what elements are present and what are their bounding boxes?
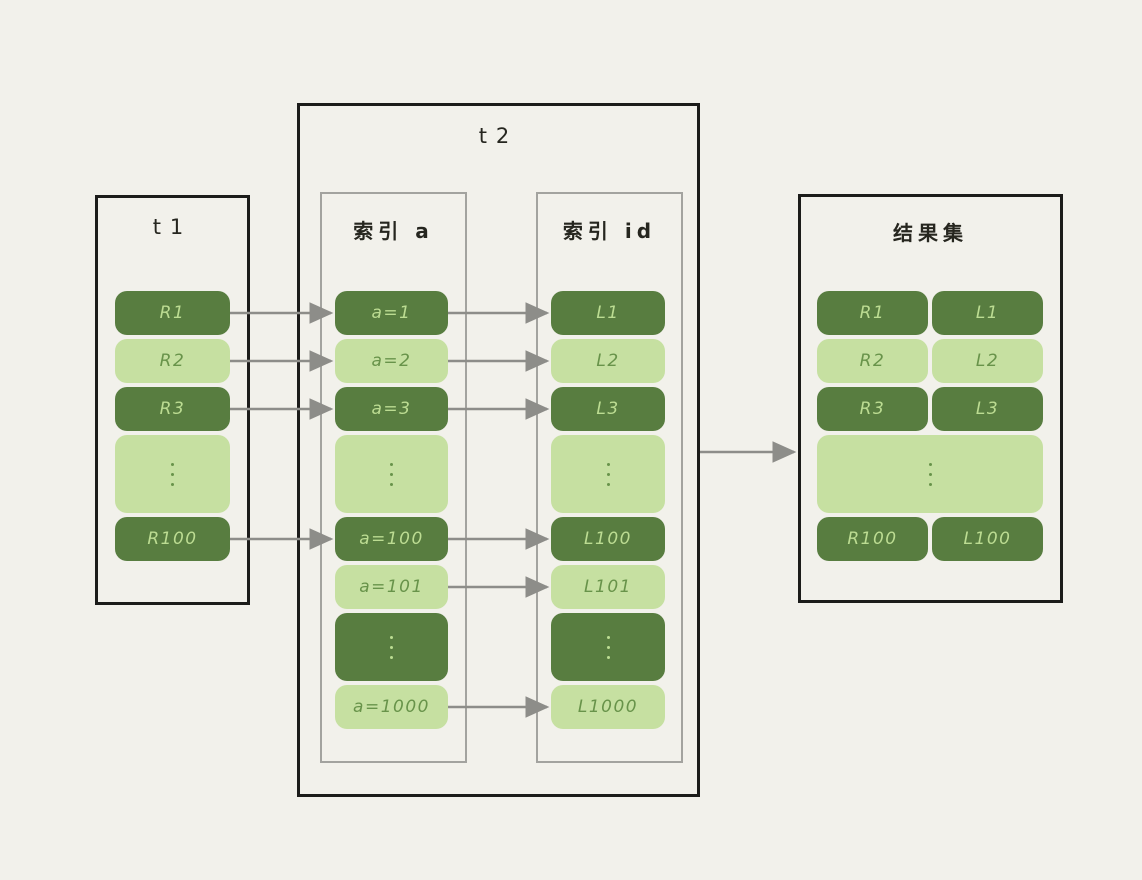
result-row-R2: R2 xyxy=(817,339,928,383)
result-set-title: 结果集 xyxy=(893,221,968,245)
result-row-L1: L1 xyxy=(932,291,1043,335)
t1-row-R100: R100 xyxy=(115,517,230,561)
result-row-L100: L100 xyxy=(932,517,1043,561)
result-row-dots xyxy=(817,435,1043,513)
index-id-title: 索引 id xyxy=(562,219,657,243)
a-row-a=100: a=100 xyxy=(335,517,448,561)
a-row-a=3: a=3 xyxy=(335,387,448,431)
t1-row-dots xyxy=(115,435,230,513)
id-row-L3: L3 xyxy=(551,387,665,431)
a-row-dots xyxy=(335,613,448,681)
table-t2-title: t2 xyxy=(478,124,519,148)
id-row-L1000: L1000 xyxy=(551,685,665,729)
t1-row-R1: R1 xyxy=(115,291,230,335)
id-row-dots xyxy=(551,613,665,681)
vertical-ellipsis xyxy=(928,462,932,486)
id-row-L101: L101 xyxy=(551,565,665,609)
a-row-a=1000: a=1000 xyxy=(335,685,448,729)
vertical-ellipsis xyxy=(606,635,610,659)
id-row-L1: L1 xyxy=(551,291,665,335)
a-row-dots xyxy=(335,435,448,513)
vertical-ellipsis xyxy=(390,635,393,659)
a-row-a=2: a=2 xyxy=(335,339,448,383)
id-row-L2: L2 xyxy=(551,339,665,383)
a-row-a=101: a=101 xyxy=(335,565,448,609)
table-t2-box: t2 xyxy=(297,103,700,797)
index-a-box: 索引 a xyxy=(320,192,467,763)
vertical-ellipsis xyxy=(606,462,610,486)
table-t1-box: t1 xyxy=(95,195,250,605)
t1-row-R3: R3 xyxy=(115,387,230,431)
id-row-L100: L100 xyxy=(551,517,665,561)
vertical-ellipsis xyxy=(171,462,174,486)
result-row-R3: R3 xyxy=(817,387,928,431)
result-row-R100: R100 xyxy=(817,517,928,561)
a-row-a=1: a=1 xyxy=(335,291,448,335)
t1-row-R2: R2 xyxy=(115,339,230,383)
id-row-dots xyxy=(551,435,665,513)
index-a-title: 索引 a xyxy=(353,219,434,243)
result-row-L3: L3 xyxy=(932,387,1043,431)
result-row-L2: L2 xyxy=(932,339,1043,383)
result-set-box: 结果集 xyxy=(798,194,1063,603)
table-t1-title: t1 xyxy=(152,215,193,239)
result-row-R1: R1 xyxy=(817,291,928,335)
vertical-ellipsis xyxy=(390,462,393,486)
index-id-box: 索引 id xyxy=(536,192,683,763)
